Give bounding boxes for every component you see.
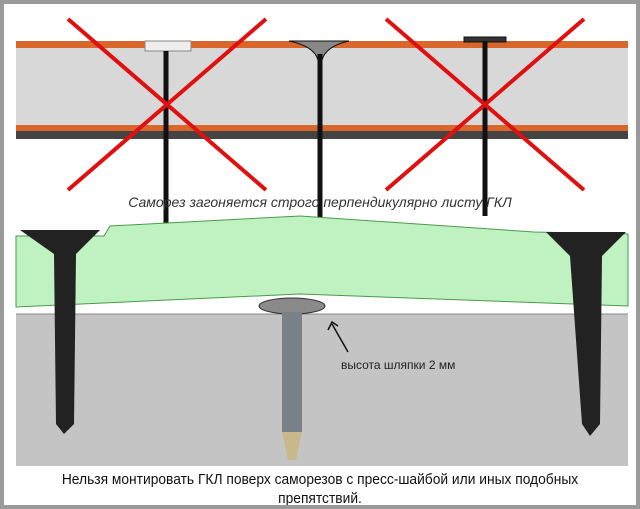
head-height-arrow [327,320,349,353]
cross-mark-left [66,17,268,192]
head-height-label: высота шляпки 2 мм [341,358,456,372]
bottom-caption: Нельзя монтировать ГКЛ поверх саморезов … [61,471,579,507]
cross-mark-right [384,17,586,192]
diagram [15,17,629,466]
screw-correct [288,40,350,224]
press-washer-screw [258,297,326,460]
screw-overdriven [463,36,507,216]
screw-protruding [144,40,192,229]
drywall-screw-right [546,232,626,436]
drywall-screw-left [20,230,100,434]
bottom-section [15,215,629,466]
top-caption: Саморез загоняется строго перпендикулярн… [128,194,512,210]
